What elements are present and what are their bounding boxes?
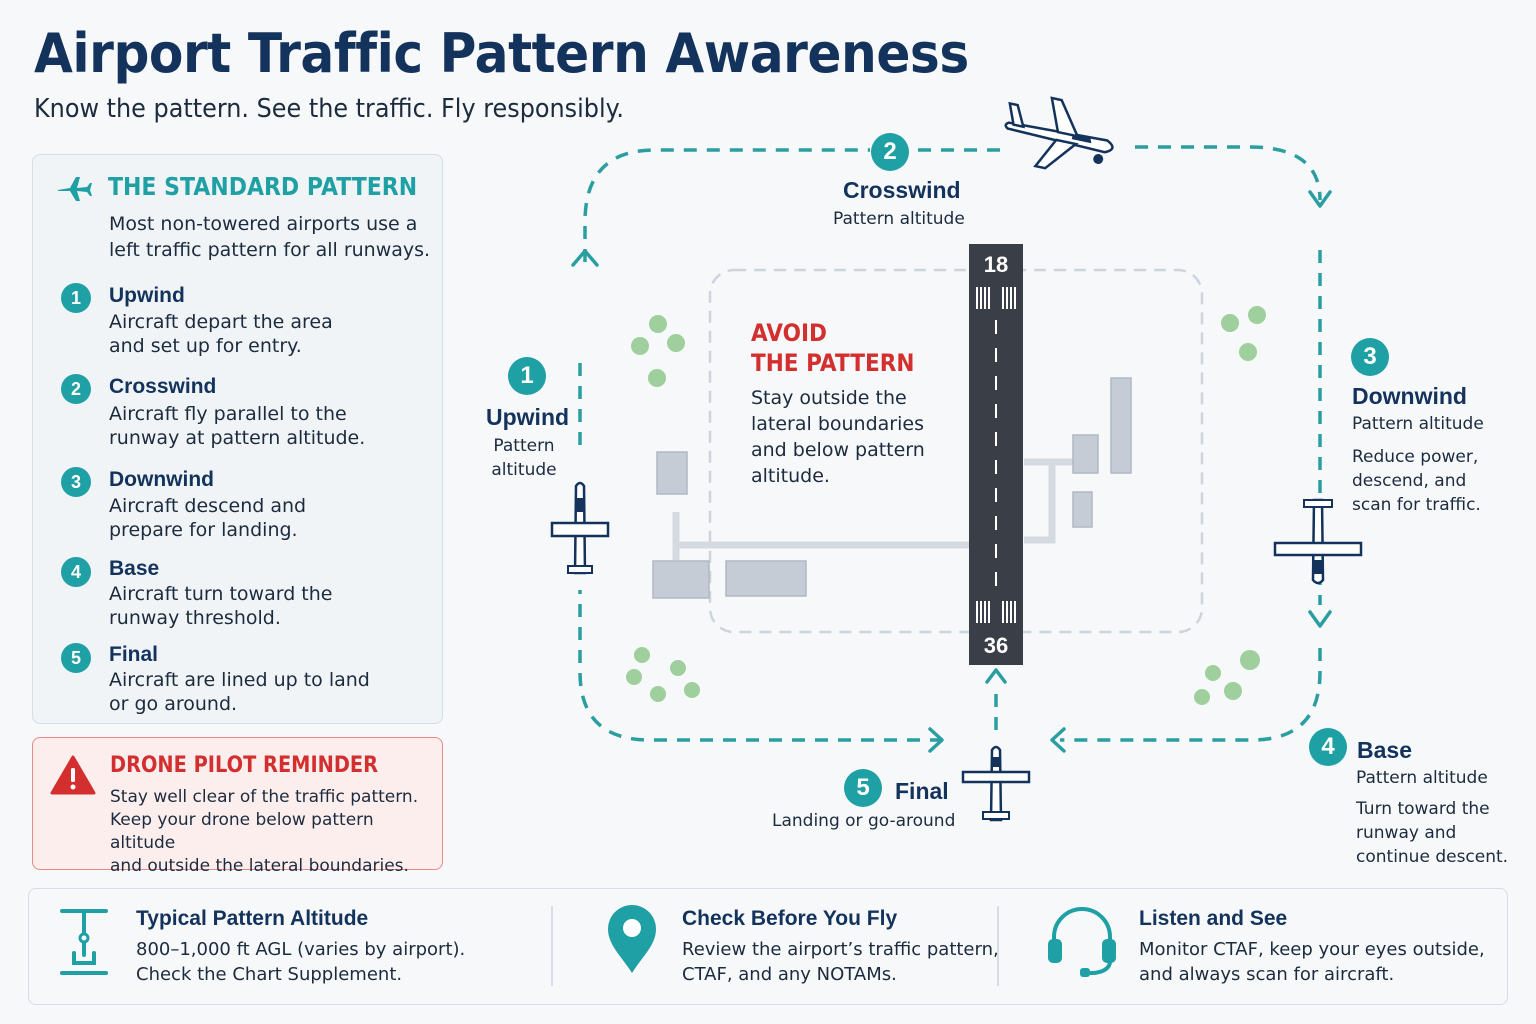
leg-sub-upwind: Pattern altitude — [491, 436, 557, 480]
leg-sub-crosswind: Pattern altitude — [833, 209, 965, 229]
downwind-airplane — [1273, 498, 1363, 585]
leg-name-upwind: Upwind — [486, 404, 570, 430]
avoid-pattern-heading: AVOID THE PATTERN — [751, 319, 915, 377]
warning-icon — [50, 755, 96, 795]
leg-sub-base: Pattern altitude — [1356, 768, 1488, 788]
leg-name-downwind: Downwind — [1352, 383, 1467, 409]
step-number: 4 — [61, 557, 91, 587]
leg-name-crosswind: Crosswind — [843, 177, 961, 203]
leg-note-base: Turn toward the runway and continue desc… — [1356, 799, 1509, 867]
leg-sub-downwind: Pattern altitude — [1352, 414, 1484, 434]
drone-reminder-heading: DRONE PILOT REMINDER — [110, 753, 379, 778]
leg-number-downwind: 3 — [1351, 338, 1389, 376]
tip-title-altitude: Typical Pattern Altitude — [136, 907, 369, 930]
divider — [997, 906, 999, 986]
tip-text-listen: Monitor CTAF, keep your eyes outside,and… — [1139, 939, 1485, 985]
leg-name-final: Final — [895, 778, 949, 804]
trees — [626, 306, 1266, 705]
divider — [551, 906, 553, 986]
lateral-boundary — [708, 268, 1204, 634]
leg-name-base: Base — [1357, 737, 1412, 763]
leg-number-upwind: 1 — [508, 357, 546, 395]
page-subtitle: Know the pattern. See the traffic. Fly r… — [34, 94, 624, 124]
tip-text-altitude: 800–1,000 ft AGL (varies by airport).Che… — [136, 939, 466, 985]
airplane-icon — [58, 177, 92, 201]
runway-number-36: 36 — [983, 633, 1009, 658]
headset-icon — [1048, 907, 1116, 977]
step-number: 5 — [61, 643, 91, 673]
step-number: 2 — [61, 374, 91, 404]
leg-sub-final: Landing or go-around — [772, 811, 956, 831]
upwind-airplane — [550, 481, 610, 575]
step-number: 3 — [61, 467, 91, 497]
tip-title-listen: Listen and See — [1139, 907, 1288, 930]
leg-note-downwind: Reduce power, descend, and scan for traf… — [1352, 447, 1481, 515]
step-number: 1 — [61, 283, 91, 313]
step-name: Final — [109, 643, 159, 666]
avoid-pattern-text: Stay outside the lateral boundaries and … — [751, 387, 925, 487]
leg-number-final: 5 — [844, 769, 882, 807]
standard-pattern-intro: Most non-towered airports use a left tra… — [109, 213, 431, 261]
page-title: Airport Traffic Pattern Awareness — [34, 22, 969, 85]
drone-reminder-box — [32, 737, 443, 870]
standard-pattern-panel — [32, 154, 443, 724]
altitude-icon — [60, 909, 108, 975]
runway-number-18: 18 — [983, 252, 1009, 277]
taxiways — [672, 458, 1074, 560]
runway — [969, 244, 1023, 665]
pattern-arrows — [571, 190, 1332, 753]
drone-reminder-text: Stay well clear of the traffic pattern. … — [110, 787, 419, 876]
buildings — [652, 377, 1132, 599]
leg-number-crosswind: 2 — [871, 133, 909, 171]
step-name: Base — [109, 557, 160, 580]
leg-number-base: 4 — [1309, 728, 1347, 766]
tips-bar — [28, 888, 1508, 1005]
step-name: Upwind — [109, 284, 185, 307]
location-pin-icon — [608, 905, 656, 973]
tip-text-check: Review the airport’s traffic pattern,CTA… — [682, 939, 999, 985]
tip-title-check: Check Before You Fly — [682, 907, 898, 930]
pattern-circuit — [578, 145, 1322, 742]
standard-pattern-heading: THE STANDARD PATTERN — [108, 172, 418, 201]
final-airplane — [961, 745, 1031, 822]
step-name: Crosswind — [109, 375, 217, 398]
step-name: Downwind — [109, 468, 214, 491]
crosswind-airplane — [1004, 96, 1114, 170]
